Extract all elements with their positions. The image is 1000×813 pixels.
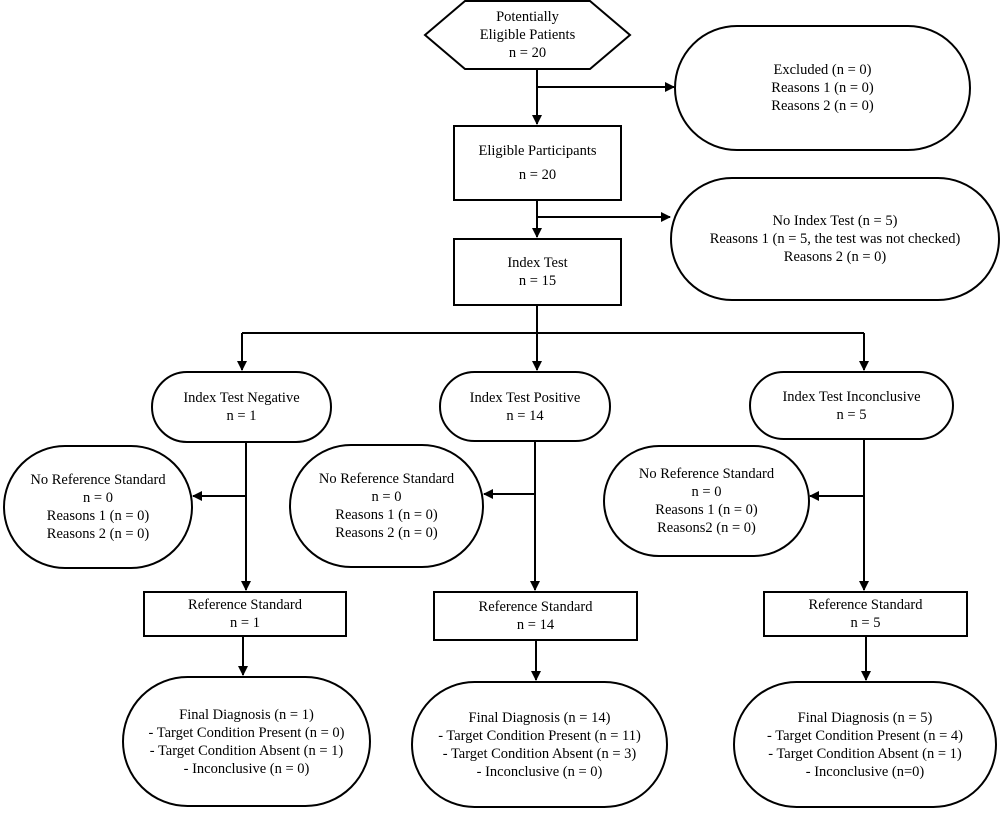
- negative-no-ref-line-1: No Reference Standard: [30, 472, 166, 488]
- eligible-count: n = 20: [518, 167, 557, 183]
- positive-final-line-3: - Target Condition Absent (n = 3): [442, 745, 637, 762]
- negative-final-diagnosis-node: Final Diagnosis (n = 1) - Target Conditi…: [122, 676, 371, 807]
- inconclusive-final-line-3: - Target Condition Absent (n = 1): [768, 745, 962, 762]
- positive-ref-count: n = 14: [516, 617, 555, 633]
- positive-final-line-1: Final Diagnosis (n = 14): [468, 709, 611, 726]
- negative-count: n = 1: [226, 408, 257, 424]
- inconclusive-no-ref-line-1: No Reference Standard: [638, 466, 775, 482]
- start-count: n = 20: [508, 45, 547, 61]
- positive-final-diagnosis-node: Final Diagnosis (n = 14) - Target Condit…: [411, 681, 668, 808]
- negative-no-ref-line-2: n = 0: [83, 490, 113, 506]
- positive-ref-label: Reference Standard: [478, 599, 593, 615]
- inconclusive-no-ref-line-3: Reasons 1 (n = 0): [655, 502, 758, 518]
- positive-final-line-4: - Inconclusive (n = 0): [476, 763, 603, 780]
- index-test-positive-node: Index Test Positive n = 14: [439, 371, 611, 442]
- inconclusive-reference-standard-node: Reference Standard n = 5: [763, 591, 968, 637]
- negative-final-line-2: - Target Condition Present (n = 0): [148, 724, 345, 741]
- inconclusive-ref-count: n = 5: [850, 615, 881, 631]
- positive-label: Index Test Positive: [469, 389, 581, 406]
- inconclusive-ref-label: Reference Standard: [808, 597, 923, 613]
- no-index-line-3: Reasons 2 (n = 0): [783, 249, 887, 265]
- inconclusive-no-ref-line-4: Reasons2 (n = 0): [657, 520, 756, 536]
- index-test-node: Index Test n = 15: [453, 238, 622, 306]
- negative-no-reference-node: No Reference Standard n = 0 Reasons 1 (n…: [3, 445, 193, 569]
- negative-ref-label: Reference Standard: [188, 597, 302, 613]
- inconclusive-no-reference-node: No Reference Standard n = 0 Reasons 1 (n…: [603, 445, 810, 557]
- start-node: Potentially Eligible Patients n = 20: [440, 5, 615, 65]
- negative-no-ref-line-4: Reasons 2 (n = 0): [46, 526, 150, 542]
- excluded-line-1: Excluded (n = 0): [773, 62, 872, 78]
- positive-no-ref-line-2: n = 0: [371, 489, 402, 505]
- negative-ref-count: n = 1: [230, 615, 260, 631]
- start-line-2: Eligible Patients: [479, 27, 576, 43]
- inconclusive-final-diagnosis-node: Final Diagnosis (n = 5) - Target Conditi…: [733, 681, 997, 808]
- inconclusive-final-line-4: - Inconclusive (n=0): [805, 763, 925, 780]
- inconclusive-label: Index Test Inconclusive: [782, 388, 921, 405]
- positive-no-ref-line-4: Reasons 2 (n = 0): [335, 525, 438, 541]
- index-test-negative-node: Index Test Negative n = 1: [151, 371, 332, 443]
- index-test-label: Index Test: [507, 255, 568, 271]
- start-hexagon: [423, 0, 632, 70]
- inconclusive-final-line-1: Final Diagnosis (n = 5): [797, 709, 933, 726]
- negative-no-ref-line-3: Reasons 1 (n = 0): [46, 508, 150, 524]
- positive-no-ref-line-3: Reasons 1 (n = 0): [335, 507, 438, 523]
- excluded-line-2: Reasons 1 (n = 0): [771, 80, 874, 96]
- positive-count: n = 14: [506, 407, 544, 424]
- negative-label: Index Test Negative: [183, 390, 300, 406]
- negative-final-line-4: - Inconclusive (n = 0): [183, 760, 310, 777]
- inconclusive-no-ref-line-2: n = 0: [691, 484, 722, 500]
- negative-reference-standard-node: Reference Standard n = 1: [143, 591, 347, 637]
- positive-no-ref-line-1: No Reference Standard: [318, 471, 455, 487]
- start-line-1: Potentially: [496, 9, 559, 25]
- inconclusive-final-line-2: - Target Condition Present (n = 4): [767, 727, 963, 744]
- inconclusive-count: n = 5: [836, 406, 867, 423]
- index-test-count: n = 15: [518, 273, 557, 289]
- excluded-line-3: Reasons 2 (n = 0): [771, 98, 874, 114]
- positive-no-reference-node: No Reference Standard n = 0 Reasons 1 (n…: [289, 444, 484, 568]
- index-test-inconclusive-node: Index Test Inconclusive n = 5: [749, 371, 954, 440]
- positive-reference-standard-node: Reference Standard n = 14: [433, 591, 638, 641]
- no-index-test-node: No Index Test (n = 5) Reasons 1 (n = 5, …: [670, 177, 1000, 301]
- excluded-node: Excluded (n = 0) Reasons 1 (n = 0) Reaso…: [674, 25, 971, 151]
- no-index-line-2: Reasons 1 (n = 5, the test was not check…: [709, 231, 961, 247]
- no-index-line-1: No Index Test (n = 5): [772, 213, 898, 229]
- negative-final-line-3: - Target Condition Absent (n = 1): [149, 742, 344, 759]
- eligible-participants-node: Eligible Participants n = 20: [453, 125, 622, 201]
- negative-final-line-1: Final Diagnosis (n = 1): [179, 706, 314, 723]
- eligible-label: Eligible Participants: [478, 143, 597, 159]
- positive-final-line-2: - Target Condition Present (n = 11): [438, 727, 641, 744]
